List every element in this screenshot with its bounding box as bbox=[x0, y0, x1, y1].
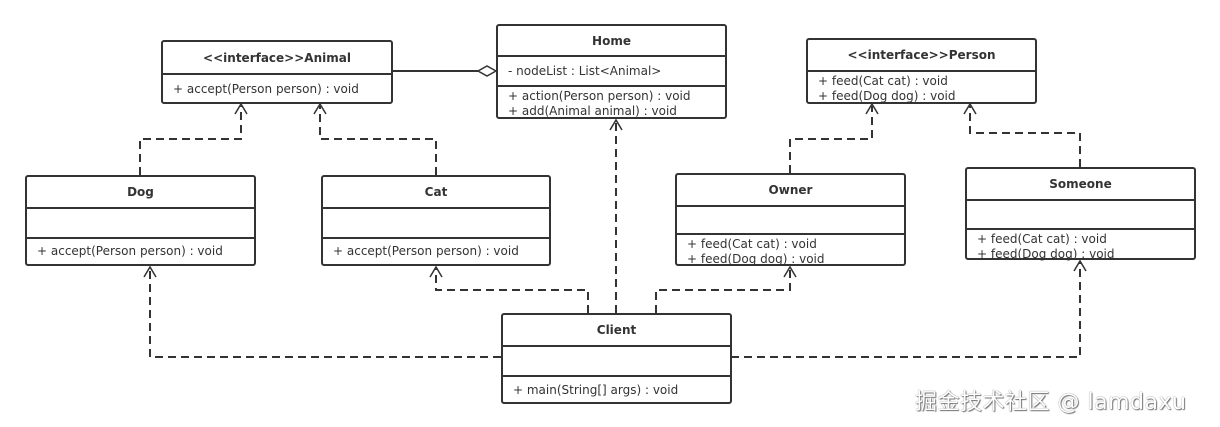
owner-realizes-person bbox=[789, 106, 873, 173]
class-title: Client bbox=[503, 315, 730, 347]
client-depends-dog bbox=[149, 268, 501, 358]
class-home[interactable]: Home - nodeList : List<Animal> + action(… bbox=[496, 24, 727, 119]
attribute: - nodeList : List<Animal> bbox=[508, 64, 662, 78]
dog-realizes-animal bbox=[139, 106, 242, 175]
arrow-head-icon bbox=[429, 265, 443, 278]
arrow-head-icon bbox=[963, 102, 977, 115]
class-title: <<interface>>Animal bbox=[163, 42, 391, 75]
arrow-head-icon bbox=[783, 265, 797, 278]
aggregation-diamond-icon bbox=[476, 65, 498, 77]
class-client[interactable]: Client + main(String[] args) : void bbox=[501, 313, 732, 404]
class-animal[interactable]: <<interface>>Animal + accept(Person pers… bbox=[161, 40, 393, 104]
class-cat[interactable]: Cat + accept(Person person) : void bbox=[321, 175, 551, 266]
class-someone[interactable]: Someone + feed(Cat cat) : void+ feed(Dog… bbox=[965, 167, 1196, 261]
method: + accept(Person person) : void bbox=[37, 244, 223, 258]
arrow-head-icon bbox=[143, 265, 157, 278]
class-title: Dog bbox=[27, 177, 254, 209]
arrow-head-icon bbox=[1073, 259, 1087, 272]
cat-realizes-animal bbox=[319, 106, 437, 175]
arrow-head-icon bbox=[609, 118, 623, 131]
method: + feed(Dog dog) : void bbox=[818, 89, 956, 103]
method: + feed(Dog dog) : void bbox=[977, 247, 1115, 261]
client-depends-someone bbox=[731, 262, 1081, 358]
class-title: Home bbox=[498, 26, 725, 57]
method: + main(String[] args) : void bbox=[513, 383, 679, 397]
method: + feed(Cat cat) : void bbox=[977, 232, 1107, 246]
method: + feed(Dog dog) : void bbox=[687, 252, 825, 266]
class-title: Owner bbox=[677, 175, 904, 207]
attributes-empty bbox=[503, 347, 730, 377]
client-depends-cat bbox=[435, 268, 589, 313]
class-title: Cat bbox=[323, 177, 549, 209]
method: + feed(Cat cat) : void bbox=[687, 237, 817, 251]
method: + feed(Cat cat) : void bbox=[818, 74, 948, 88]
method: + add(Animal animal) : void bbox=[508, 104, 677, 118]
watermark: 掘金技术社区 @ lamdaxu bbox=[915, 390, 1187, 415]
arrow-head-icon bbox=[865, 102, 879, 115]
attributes-empty bbox=[677, 207, 904, 235]
attributes-empty bbox=[967, 201, 1194, 230]
class-person[interactable]: <<interface>>Person + feed(Cat cat) : vo… bbox=[806, 38, 1037, 104]
method: + accept(Person person) : void bbox=[333, 244, 519, 258]
arrow-head-icon bbox=[234, 102, 248, 115]
class-title: Someone bbox=[967, 169, 1194, 201]
attributes-empty bbox=[27, 209, 254, 239]
method: + accept(Person person) : void bbox=[173, 82, 359, 96]
attributes-empty bbox=[323, 209, 549, 239]
someone-realizes-person bbox=[969, 106, 1081, 167]
client-depends-owner bbox=[655, 268, 791, 313]
class-owner[interactable]: Owner + feed(Cat cat) : void+ feed(Dog d… bbox=[675, 173, 906, 266]
class-title: <<interface>>Person bbox=[808, 40, 1035, 72]
method: + action(Person person) : void bbox=[508, 89, 691, 103]
arrow-head-icon bbox=[313, 102, 327, 115]
class-dog[interactable]: Dog + accept(Person person) : void bbox=[25, 175, 256, 266]
